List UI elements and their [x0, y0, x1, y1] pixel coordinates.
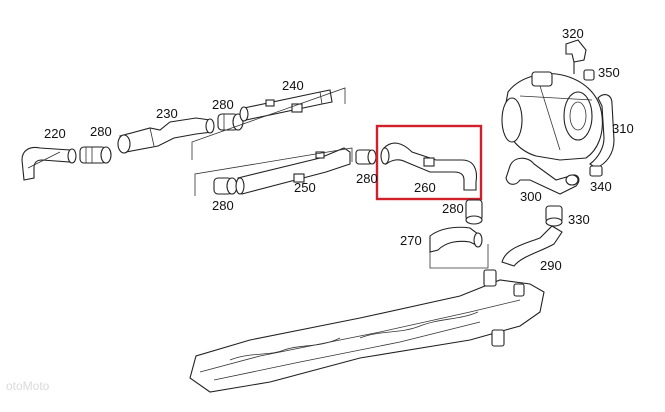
callout-290: 290 [540, 258, 562, 273]
callout-340: 340 [590, 179, 612, 194]
coupler-280-b [217, 113, 244, 131]
hose-230 [117, 117, 215, 154]
callout-280-d: 280 [356, 171, 378, 186]
hose-260 [380, 142, 478, 191]
callout-280-a: 280 [90, 124, 112, 139]
coupler-280-e [465, 199, 483, 225]
fitting-340 [589, 165, 603, 177]
elbow-320 [565, 39, 587, 74]
callout-330: 330 [568, 212, 590, 227]
pipe-240 [239, 89, 333, 122]
callout-280-e: 280 [442, 201, 464, 216]
callout-280-c: 280 [212, 198, 234, 213]
callout-320: 320 [562, 26, 584, 41]
callout-300: 300 [520, 189, 542, 204]
throttle-body [501, 71, 603, 161]
hose-290 [501, 225, 563, 267]
hose-270 [429, 226, 483, 253]
callout-240: 240 [282, 78, 304, 93]
fitting-350 [583, 69, 595, 81]
callout-260: 260 [414, 180, 436, 195]
pipe-250 [235, 147, 351, 195]
watermark: otoMoto [6, 379, 50, 393]
callout-230: 230 [156, 106, 178, 121]
coupler-280-d [355, 149, 377, 165]
coupler-330 [545, 205, 563, 227]
hose-220 [21, 146, 77, 181]
coupler-280-a [79, 146, 112, 164]
callout-270: 270 [400, 233, 422, 248]
callout-280-b: 280 [212, 97, 234, 112]
coupler-280-c [213, 177, 238, 195]
hose-310 [589, 94, 615, 169]
callout-350: 350 [598, 65, 620, 80]
callout-250: 250 [294, 180, 316, 195]
callout-310: 310 [612, 121, 634, 136]
highlight-box [375, 124, 483, 201]
callout-220: 220 [44, 126, 66, 141]
intake-manifold [189, 269, 545, 393]
pipe-300 [505, 157, 580, 195]
